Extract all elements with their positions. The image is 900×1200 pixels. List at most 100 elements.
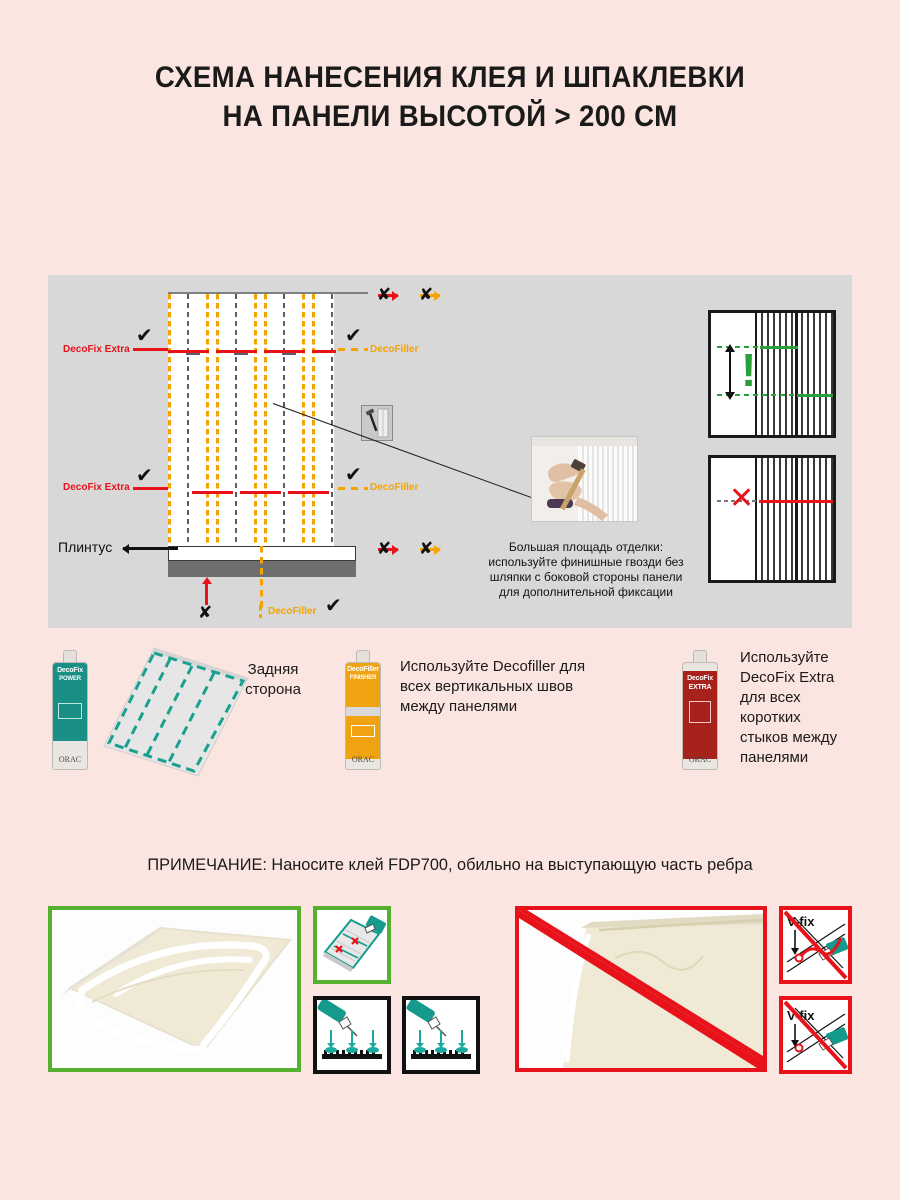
- horizontal-joint-red: [288, 491, 329, 494]
- main-diagram-panel: Плинтус DecoFix Extra ✔ DecoFix Extra ✔ …: [48, 275, 852, 628]
- tube-brand-line-1: DecoFix: [687, 675, 713, 682]
- vertical-seam-dark: [235, 294, 237, 546]
- good-staggered-joints-box: !: [708, 310, 836, 438]
- horizontal-joint-red: [312, 350, 336, 353]
- bad-aligned-joints-box: ✕: [708, 455, 836, 583]
- tube-nozzle: [356, 650, 370, 665]
- application-examples-row: V-fix V-fix: [0, 898, 900, 1088]
- nail-detail-inset: [361, 405, 393, 441]
- tube-brand-line-2: POWER: [59, 676, 81, 682]
- check-icon: ✔: [345, 323, 362, 347]
- tube-body: DecoFix POWER ORAC: [52, 662, 88, 770]
- tube-brand-footer: ORAC: [58, 755, 82, 764]
- cross-icon: ✘: [419, 285, 434, 305]
- cross-icon: ✘: [377, 539, 392, 559]
- rule-red-bottom: [133, 487, 168, 490]
- tube-brand-footer: ORAC: [351, 755, 375, 764]
- check-icon: ✔: [136, 463, 153, 487]
- page-title-line-1: СХЕМА НАНЕСЕНИЯ КЛЕЯ И ШПАКЛЕВКИ: [154, 61, 746, 94]
- tube-body: DecoFix EXTRA ORAC: [682, 662, 718, 770]
- label-decofiller-mid: DecoFiller: [370, 482, 419, 493]
- no-glue-arrow-up: [201, 577, 212, 605]
- check-icon: ✔: [345, 462, 362, 486]
- decofix-power-tube: DecoFix POWER ORAC: [52, 650, 90, 772]
- horizontal-joint-red: [240, 491, 281, 494]
- tube-nozzle: [693, 650, 707, 665]
- tube-brand-footer: ORAC: [688, 755, 712, 764]
- tube-brand-line-1: DecoFix: [57, 667, 83, 674]
- tube-brand-line-1: DecoFiller: [347, 666, 379, 673]
- product-2-text: Используйте DecoFix Extra для всех корот…: [740, 648, 880, 768]
- down-arrows: [416, 1030, 466, 1048]
- joint-line-lower: [797, 394, 833, 397]
- blank-wall-area: [711, 313, 758, 435]
- height-measure-arrow: [725, 344, 735, 400]
- incorrect-glue-photo: [515, 906, 767, 1072]
- label-decofiller-top: DecoFiller: [370, 344, 419, 355]
- plinth-label: Плинтус: [58, 539, 113, 555]
- exclamation-icon: !: [741, 344, 757, 396]
- caption-line-4: для дополнительной фиксации: [499, 585, 673, 599]
- hammer-icon: [560, 459, 586, 511]
- product-2-line-2: DecoFix Extra: [740, 669, 835, 686]
- caption-line-1: Большая площадь отделки:: [508, 540, 664, 554]
- page-title: СХЕМА НАНЕСЕНИЯ КЛЕЯ И ШПАКЛЕВКИ НА ПАНЕ…: [0, 58, 900, 136]
- vfix-label-1: V-fix: [787, 914, 815, 929]
- rule-orange-bottom: [259, 605, 262, 618]
- product-0-line-2: сторона: [245, 681, 301, 698]
- label-decofix-extra-top: DecoFix Extra: [63, 344, 130, 355]
- tube-brand-line-2: EXTRA: [688, 684, 712, 691]
- correct-bead-placement-diagram: [313, 906, 391, 984]
- vertical-seam-dark: [283, 294, 285, 546]
- joint-shadow: [186, 353, 200, 355]
- rule-orange-top: [338, 348, 368, 351]
- vertical-seam-orange: [206, 294, 209, 546]
- nailing-caption: Большая площадь отделки: используйте фин…: [466, 540, 706, 600]
- product-1-line-1: Используйте Decofiller для: [400, 658, 586, 675]
- product-0-line-1: Задняя: [247, 661, 299, 678]
- vfix-rejected-diagram-2: V-fix: [779, 996, 852, 1074]
- product-2-line-5: стыков между: [740, 729, 838, 746]
- big-x-icon: ✕: [729, 481, 755, 516]
- correct-glue-photo: [48, 906, 301, 1072]
- rib-group: [757, 458, 833, 580]
- wall-surface: [168, 294, 334, 546]
- vertical-seam-orange: [168, 294, 171, 546]
- wall-panel-assembly: [168, 292, 393, 546]
- page-title-line-2: НА ПАНЕЛИ ВЫСОТОЙ > 200 СМ: [222, 100, 678, 133]
- horizontal-joint-red: [216, 350, 257, 353]
- tube-label-band: [53, 663, 87, 741]
- cross-icon: ✘: [198, 603, 213, 623]
- aligned-joint-line: [759, 500, 833, 503]
- product-2-line-6: панелями: [740, 749, 809, 766]
- rule-red-top: [133, 348, 168, 351]
- caption-line-2: используйте финишные гвозди без: [488, 555, 684, 569]
- note-text: ПРИМЕЧАНИЕ: Наносите клей FDP700, обильн…: [147, 855, 753, 874]
- product-1-line-3: между панелями: [400, 698, 518, 715]
- horizontal-joint-red: [168, 350, 209, 353]
- horizontal-joint-red: [264, 350, 305, 353]
- hammer-icon: [365, 408, 378, 432]
- product-legend-row: DecoFix POWER ORAC Задняя сторона DecoFi…: [0, 640, 900, 780]
- measure-guide-top: [717, 346, 762, 348]
- vertical-seam-orange: [264, 294, 267, 546]
- caulk-gun-icon: [317, 1000, 358, 1037]
- blank-wall-area: [711, 458, 758, 580]
- cross-icon: ✘: [419, 539, 434, 559]
- vertical-seam-dark: [331, 294, 333, 546]
- decofiller-tube: DecoFiller FINISHER ORAC: [345, 650, 383, 772]
- cross-icon: ✘: [377, 285, 392, 305]
- plinth-decofiller-seam: [260, 546, 263, 608]
- caption-line-3: шляпки с боковой стороны панели: [489, 570, 683, 584]
- product-2-line-4: коротких: [740, 709, 801, 726]
- nailing-photo: [531, 436, 638, 522]
- tube-nozzle: [63, 650, 77, 665]
- product-1-text: Используйте Decofiller для всех вертикал…: [400, 657, 650, 717]
- rule-orange-mid: [338, 487, 368, 490]
- tube-brand-line-2: FINISHER: [349, 675, 377, 681]
- joint-shadow: [234, 353, 248, 355]
- check-icon: ✔: [136, 323, 153, 347]
- panel-back-side-illustration: [96, 644, 256, 785]
- product-2-line-3: для всех: [740, 689, 801, 706]
- tube-body: DecoFiller FINISHER ORAC: [345, 662, 381, 770]
